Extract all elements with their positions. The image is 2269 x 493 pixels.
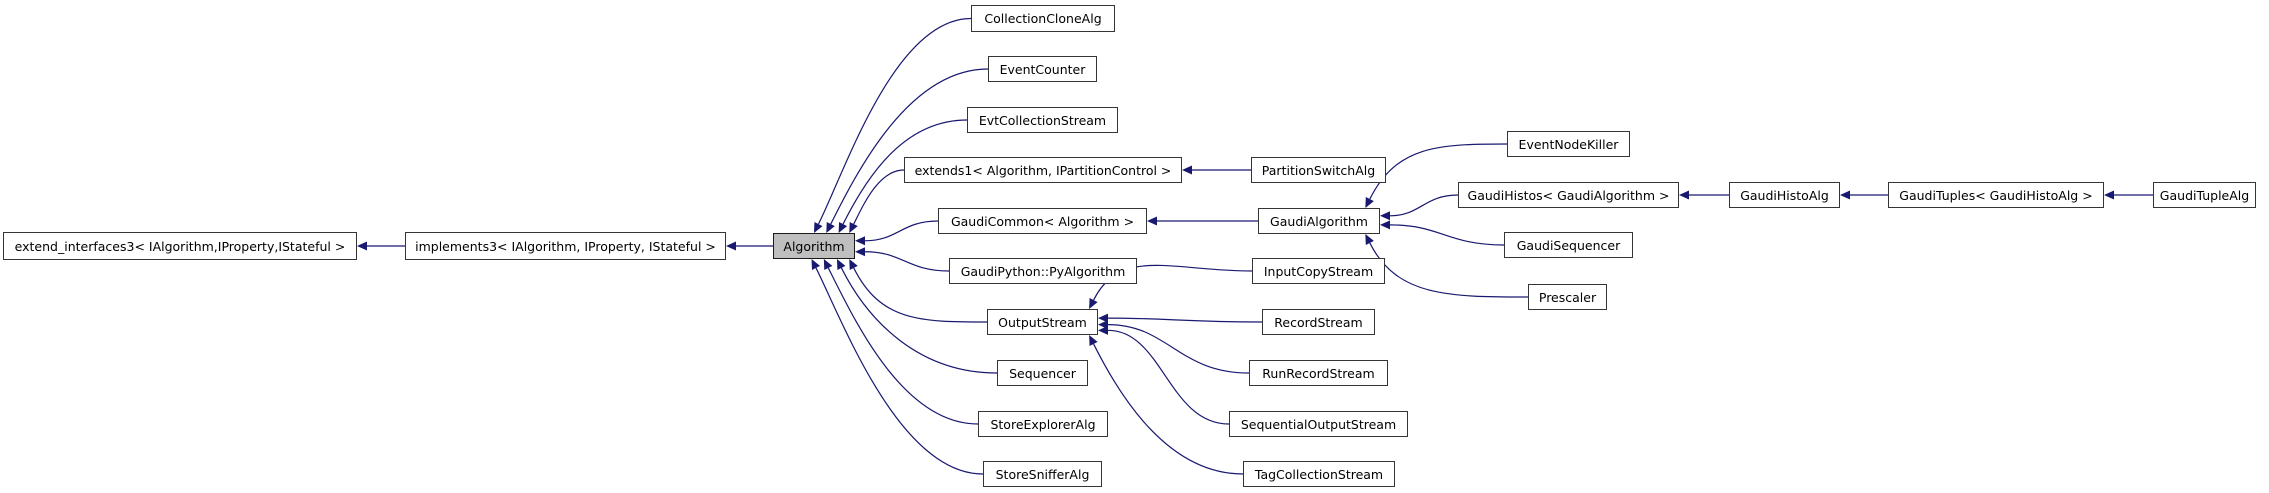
inheritance-edge [830, 68, 989, 225]
class-node-event-node-killer[interactable]: EventNodeKiller [1507, 131, 1630, 157]
class-node-event-counter[interactable]: EventCounter [988, 56, 1097, 82]
class-node-extends1[interactable]: extends1< Algorithm, IPartitionControl > [904, 157, 1182, 183]
inheritance-arrow-icon [1098, 325, 1108, 335]
inheritance-edge [827, 267, 979, 425]
inheritance-arrow-icon [1089, 298, 1098, 309]
inheritance-arrow-icon [811, 259, 821, 270]
class-node-gaudi-histo-alg[interactable]: GaudiHistoAlg [1729, 182, 1840, 208]
inheritance-edge [1093, 343, 1244, 475]
class-node-gaudi-histos[interactable]: GaudiHistos< GaudiAlgorithm > [1458, 182, 1679, 208]
inheritance-edge [815, 267, 984, 475]
inheritance-arrow-icon [1679, 190, 1689, 200]
inheritance-arrow-icon [1840, 190, 1850, 200]
class-node-store-explorer-alg[interactable]: StoreExplorerAlg [978, 411, 1108, 437]
inheritance-arrow-icon [1089, 335, 1098, 346]
inheritance-arrow-icon [357, 241, 367, 251]
inheritance-arrow-icon [855, 236, 865, 246]
class-node-run-record-stream[interactable]: RunRecordStream [1249, 360, 1388, 386]
inheritance-arrow-icon [2104, 190, 2114, 200]
inheritance-arrow-icon [836, 259, 846, 270]
inheritance-arrow-icon [838, 222, 848, 233]
class-node-sequential-output-stream[interactable]: SequentialOutputStream [1229, 411, 1408, 437]
class-node-gaudi-algorithm[interactable]: GaudiAlgorithm [1258, 208, 1380, 234]
class-node-extend-interfaces3[interactable]: extend_interfaces3< IAlgorithm,IProperty… [3, 232, 357, 260]
inheritance-arrow-icon [1098, 313, 1108, 323]
inheritance-edge [1107, 317, 1263, 323]
class-node-store-sniffer-alg[interactable]: StoreSnifferAlg [983, 461, 1102, 487]
class-node-gaudi-sequencer[interactable]: GaudiSequencer [1504, 232, 1633, 258]
inheritance-edge [853, 267, 988, 323]
inheritance-edge [864, 251, 950, 272]
inheritance-arrow-icon [849, 222, 858, 233]
class-node-gaudi-tuple-alg[interactable]: GaudiTupleAlg [2153, 182, 2256, 208]
inheritance-edge [842, 119, 968, 225]
class-node-gaudi-tuples[interactable]: GaudiTuples< GaudiHistoAlg > [1888, 182, 2104, 208]
inheritance-edge [1107, 329, 1230, 425]
inheritance-edge [840, 267, 998, 374]
inheritance-arrow-icon [1365, 197, 1374, 208]
class-node-output-stream[interactable]: OutputStream [987, 309, 1098, 335]
inheritance-arrow-icon [726, 241, 736, 251]
inheritance-edge [853, 169, 905, 225]
inheritance-arrow-icon [1182, 165, 1192, 175]
inheritance-arrow-icon [855, 247, 865, 257]
class-node-evt-collection-stream[interactable]: EvtCollectionStream [967, 107, 1118, 133]
inheritance-arrow-icon [1098, 320, 1108, 330]
inheritance-arrow-icon [1365, 234, 1374, 245]
inheritance-edge [864, 220, 939, 242]
inheritance-arrow-icon [814, 222, 823, 233]
class-node-gaudi-common[interactable]: GaudiCommon< Algorithm > [938, 208, 1147, 234]
inheritance-arrow-icon [849, 259, 858, 270]
inheritance-arrow-icon [1380, 220, 1390, 230]
inheritance-edge [1389, 194, 1459, 217]
inheritance-edge [1389, 224, 1505, 246]
inheritance-arrow-icon [1147, 216, 1157, 226]
inheritance-arrow-icon [826, 222, 835, 233]
class-node-partition-switch-alg[interactable]: PartitionSwitchAlg [1251, 157, 1386, 183]
class-node-implements3[interactable]: implements3< IAlgorithm, IProperty, ISta… [405, 232, 726, 260]
inheritance-arrow-icon [1380, 211, 1390, 221]
class-node-record-stream[interactable]: RecordStream [1262, 309, 1375, 335]
class-node-prescaler[interactable]: Prescaler [1528, 284, 1607, 310]
class-node-gaudi-python-py-algorithm[interactable]: GaudiPython::PyAlgorithm [949, 258, 1137, 284]
inheritance-arrow-icon [823, 259, 833, 270]
class-node-tag-collection-stream[interactable]: TagCollectionStream [1243, 461, 1395, 487]
class-node-algorithm[interactable]: Algorithm [773, 233, 855, 259]
class-node-collection-clone-alg[interactable]: CollectionCloneAlg [971, 5, 1115, 32]
class-node-sequencer[interactable]: Sequencer [997, 360, 1088, 386]
inheritance-edge [817, 17, 972, 225]
class-node-input-copy-stream[interactable]: InputCopyStream [1252, 258, 1385, 284]
inheritance-edge [1107, 324, 1250, 374]
